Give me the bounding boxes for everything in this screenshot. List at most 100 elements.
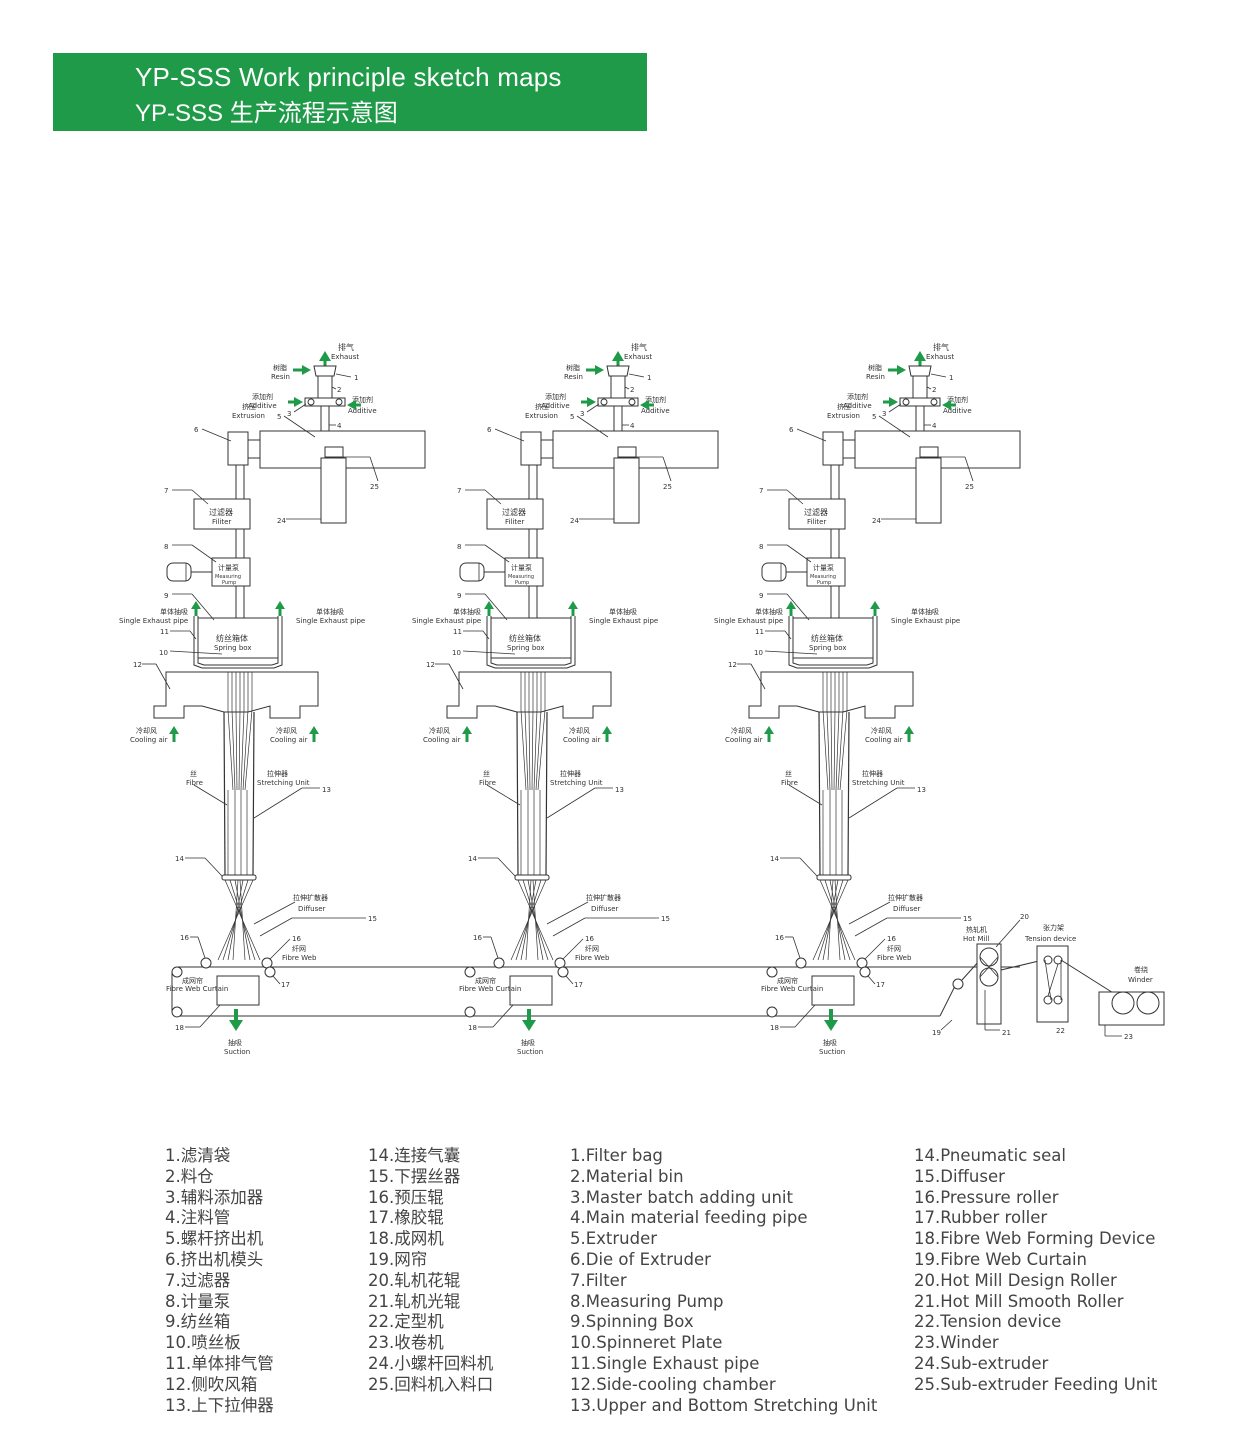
pneumatic-seal xyxy=(816,874,852,881)
spin-box-label-en: Spring box xyxy=(214,644,251,652)
hot-mill-smooth-roller xyxy=(979,967,999,987)
extrusion-label-cn: 挤压 xyxy=(535,402,549,411)
callout-5: 5 xyxy=(570,413,574,421)
additive-left-cn: 添加剂 xyxy=(252,392,273,401)
fibre-web-label-en: Fibre Web xyxy=(282,954,317,962)
legend-item: 21.Hot Mill Smooth Roller xyxy=(914,1291,1124,1311)
additive-right-en: Additive xyxy=(348,407,377,415)
extruder-die xyxy=(822,431,844,466)
callout-14: 14 xyxy=(770,855,779,863)
pump-label-en1: Measuring xyxy=(810,574,836,580)
legend-item: 9.Spinning Box xyxy=(570,1312,694,1332)
stretching-unit-right xyxy=(252,711,255,876)
cooling-left-en: Cooling air xyxy=(725,736,763,744)
pressure-roller xyxy=(493,957,505,969)
legend-item: 10.喷丝板 xyxy=(165,1333,241,1353)
legend-item: 4.注料管 xyxy=(165,1208,231,1228)
die-joint xyxy=(247,439,261,459)
stretch-label-cn: 拉伸器 xyxy=(862,769,883,778)
additive-right-cn: 添加剂 xyxy=(352,395,373,404)
legend-item: 4.Main material feeding pipe xyxy=(570,1208,808,1228)
additive-right-arrow-head xyxy=(942,400,951,410)
callout-9: 9 xyxy=(457,592,461,600)
callout-4: 4 xyxy=(932,422,937,430)
cooling-right-en: Cooling air xyxy=(563,736,601,744)
callout-16-left: 16 xyxy=(473,934,482,942)
callout-12: 12 xyxy=(133,661,142,669)
stretching-unit-right xyxy=(545,711,548,876)
callout-16-left: 16 xyxy=(180,934,189,942)
curtain-roller-1b xyxy=(171,1006,183,1018)
callout-18: 18 xyxy=(175,1024,184,1032)
stretching-unit-left xyxy=(516,711,519,876)
exhaust-pipe-left-en: Single Exhaust pipe xyxy=(119,617,188,625)
resin-label-cn: 树脂 xyxy=(868,363,882,372)
callout-17: 17 xyxy=(574,981,583,989)
legend-item: 22.Tension device xyxy=(914,1312,1062,1332)
legend-item: 6.Die of Extruder xyxy=(570,1249,711,1269)
fibre-bundle xyxy=(520,672,546,791)
production-line-unit: 排气 Exhaust 树脂 Resin 添加剂 Additive 添加剂 Add… xyxy=(412,342,719,1056)
fibre-label-en: Fibre xyxy=(781,779,798,787)
callout-14: 14 xyxy=(175,855,184,863)
callout-24: 24 xyxy=(570,517,579,525)
filter-label-en: Filiter xyxy=(505,518,524,526)
callout-6: 6 xyxy=(789,426,794,434)
additive-left-arrow-head xyxy=(587,397,596,407)
exhaust-pipe-left-en: Single Exhaust pipe xyxy=(714,617,783,625)
exhaust-pipe-right-en: Single Exhaust pipe xyxy=(589,617,658,625)
callout-16-right: 16 xyxy=(292,935,301,943)
pump-label-cn: 计量泵 xyxy=(511,563,532,572)
stretching-unit-right xyxy=(847,711,850,876)
suction-label-cn: 抽吸 xyxy=(823,1038,837,1047)
callout-2: 2 xyxy=(337,386,341,394)
callout-11: 11 xyxy=(160,628,169,636)
callout-1: 1 xyxy=(949,374,953,382)
hot-mill-label-cn: 热轧机 xyxy=(966,925,987,934)
resin-label-cn: 树脂 xyxy=(273,363,287,372)
exhaust-pipe-right-en: Single Exhaust pipe xyxy=(891,617,960,625)
legend-item: 13.上下拉伸器 xyxy=(165,1395,274,1415)
production-line-unit: 排气 Exhaust 树脂 Resin 添加剂 Additive 添加剂 Add… xyxy=(119,342,426,1056)
callout-3: 3 xyxy=(882,410,886,418)
cooling-right-cn: 冷却风 xyxy=(871,726,892,735)
sub-extruder-feed xyxy=(919,446,939,458)
additive-valve-left xyxy=(307,398,315,406)
suction-label-cn: 抽吸 xyxy=(521,1038,535,1047)
legend-item: 16.预压辊 xyxy=(368,1187,444,1207)
filter-label-cn: 过滤器 xyxy=(209,507,233,517)
callout-11: 11 xyxy=(755,628,764,636)
additive-right-cn: 添加剂 xyxy=(947,395,968,404)
callout-5: 5 xyxy=(277,413,281,421)
diffuser-label-cn: 拉伸扩散器 xyxy=(888,893,923,902)
hot-mill-design-roller xyxy=(979,947,999,967)
exhaust-pipe-right-cn: 单体抽吸 xyxy=(911,607,939,616)
exhaust-pipe-right-en: Single Exhaust pipe xyxy=(296,617,365,625)
web-forming-device xyxy=(216,975,260,1006)
additive-right-arrow-head xyxy=(347,400,356,410)
pressure-roller-2 xyxy=(554,957,566,969)
callout-18: 18 xyxy=(468,1024,477,1032)
callout-12: 12 xyxy=(728,661,737,669)
legend-item: 12.Side-cooling chamber xyxy=(570,1374,776,1394)
resin-label-cn: 树脂 xyxy=(566,363,580,372)
extrusion-label-en: Extrusion xyxy=(827,412,860,420)
fibre-web-label-cn: 纤网 xyxy=(292,944,306,953)
curtain-roller-1a xyxy=(171,966,183,978)
pressure-roller-2 xyxy=(856,957,868,969)
callout-16-right: 16 xyxy=(585,935,594,943)
legend-item: 3.Master batch adding unit xyxy=(570,1187,793,1207)
callout-17: 17 xyxy=(876,981,885,989)
spin-box-label-en: Spring box xyxy=(507,644,544,652)
spin-box-label-en: Spring box xyxy=(809,644,846,652)
filter-bag xyxy=(908,365,932,377)
legend-item: 15.Diffuser xyxy=(914,1166,1005,1186)
callout-8: 8 xyxy=(457,543,461,551)
curtain-label-cn: 成网帘 xyxy=(182,976,203,985)
tension-device xyxy=(1036,945,1069,1023)
callout-4: 4 xyxy=(630,422,635,430)
stretching-unit-left xyxy=(223,711,226,876)
feed-pipe xyxy=(915,405,925,432)
exhaust-label-en: Exhaust xyxy=(926,353,954,361)
